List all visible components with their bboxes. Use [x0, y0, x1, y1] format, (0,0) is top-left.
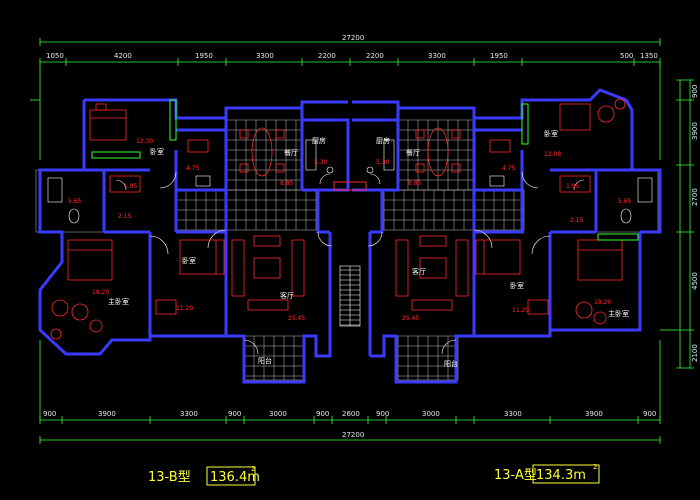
dim-bottom-9: 3000 — [422, 410, 440, 418]
dim-right-3: 2700 — [691, 188, 699, 206]
dim-overall-top: 27200 — [342, 34, 364, 42]
room-left-bedroom-top: 卧室 — [150, 147, 164, 156]
area-right-bedroom-top: 12.08 — [544, 151, 561, 158]
room-left-kitchen: 厨房 — [312, 136, 326, 145]
dim-right-2: 3900 — [691, 122, 699, 140]
unit-right-area-box — [532, 464, 600, 484]
room-right-bedroom-top: 卧室 — [544, 129, 558, 138]
dim-bottom-6: 900 — [316, 410, 329, 418]
room-left-dining: 餐厅 — [284, 148, 298, 157]
dim-top-8: 1950 — [490, 52, 508, 60]
dim-top-9: 500 — [620, 52, 633, 60]
area-small-2: 4.75 — [186, 165, 200, 172]
dim-bottom-2: 3900 — [98, 410, 116, 418]
furniture — [50, 98, 626, 340]
dim-bottom-8: 900 — [376, 410, 389, 418]
unit-right-area-sup: 2 — [593, 463, 597, 471]
area-small-6: 2.15 — [570, 217, 584, 224]
area-right-living: 25.45 — [402, 315, 419, 322]
dim-top-6: 2200 — [366, 52, 384, 60]
dim-right-1: 900 — [691, 85, 699, 98]
area-left-bedroom: 11.20 — [176, 305, 193, 312]
unit-left-type: 13-B型 — [148, 470, 191, 485]
floor-tiles — [35, 119, 659, 381]
room-right-living: 客厅 — [412, 267, 426, 276]
area-small-3: 2.15 — [118, 213, 132, 220]
unit-left-area: 136.4m — [210, 470, 260, 485]
dim-top-5: 2200 — [318, 52, 336, 60]
central-staircase — [339, 265, 361, 327]
room-right-kitchen: 厨房 — [376, 136, 390, 145]
area-right-master: 18.20 — [594, 299, 611, 306]
dim-bottom-4: 900 — [228, 410, 241, 418]
dim-bottom-5: 3000 — [269, 410, 287, 418]
dim-right-4: 4500 — [691, 272, 699, 290]
room-left-balcony: 阳台 — [258, 356, 272, 365]
area-left-living: 25.45 — [288, 315, 305, 322]
room-right-master: 主卧室 — [608, 309, 629, 318]
area-left-bedroom-top: 12.30 — [136, 138, 153, 145]
room-right-balcony: 阳台 — [444, 359, 458, 368]
unit-left-area-sup: 2 — [251, 465, 255, 473]
dim-bottom-1: 900 — [43, 410, 56, 418]
dim-top-10: 1350 — [640, 52, 658, 60]
unit-right-type: 13-A型 — [494, 468, 537, 483]
dim-top-1: 1050 — [46, 52, 64, 60]
unit-right-area: 134.3m — [536, 468, 586, 483]
unit-labels: 13-B型 136.4m 2 13-A型 134.3m 2 — [148, 463, 600, 486]
dimension-text: 27200 1050 4200 1950 3300 2200 2200 3300… — [43, 34, 699, 439]
area-small-7: 5.65 — [618, 198, 632, 205]
dim-top-3: 1950 — [195, 52, 213, 60]
dim-overall-bottom: 27200 — [342, 431, 364, 439]
dimension-lines — [30, 38, 694, 444]
area-right-kitchen: 5.30 — [376, 159, 390, 166]
area-left-bath: 5.65 — [68, 198, 82, 205]
room-left-living: 客厅 — [280, 291, 294, 300]
room-left-bedroom: 卧室 — [182, 256, 196, 265]
dim-top-4: 3300 — [256, 52, 274, 60]
dim-top-7: 3300 — [428, 52, 446, 60]
area-right-bedroom: 11.20 — [512, 307, 529, 314]
fixtures — [47, 139, 653, 224]
room-right-dining: 餐厅 — [406, 148, 420, 157]
dim-bottom-11: 3900 — [585, 410, 603, 418]
area-small-5: 4.75 — [502, 165, 516, 172]
area-small-4: 1.95 — [566, 183, 580, 190]
wardrobes — [91, 99, 639, 241]
area-small-1: 1.95 — [124, 183, 138, 190]
door-swings — [115, 171, 585, 355]
dim-right-5: 2100 — [691, 344, 699, 362]
dim-bottom-10: 3300 — [504, 410, 522, 418]
room-left-master: 主卧室 — [108, 297, 129, 306]
walls — [38, 88, 662, 384]
room-right-bedroom: 卧室 — [510, 281, 524, 290]
area-left-kitchen: 5.30 — [314, 159, 328, 166]
room-labels: 卧室 12.30 5.65 厨房 5.30 餐厅 8.85 主卧室 18.20 … — [68, 129, 632, 368]
area-left-master: 18.20 — [92, 289, 109, 296]
dim-bottom-12: 900 — [643, 410, 656, 418]
dim-bottom-7: 2600 — [342, 410, 360, 418]
area-right-dining: 8.85 — [408, 180, 422, 187]
unit-left-area-box — [206, 466, 256, 486]
area-left-dining: 8.85 — [280, 180, 294, 187]
dim-bottom-3: 3300 — [180, 410, 198, 418]
dim-top-2: 4200 — [114, 52, 132, 60]
